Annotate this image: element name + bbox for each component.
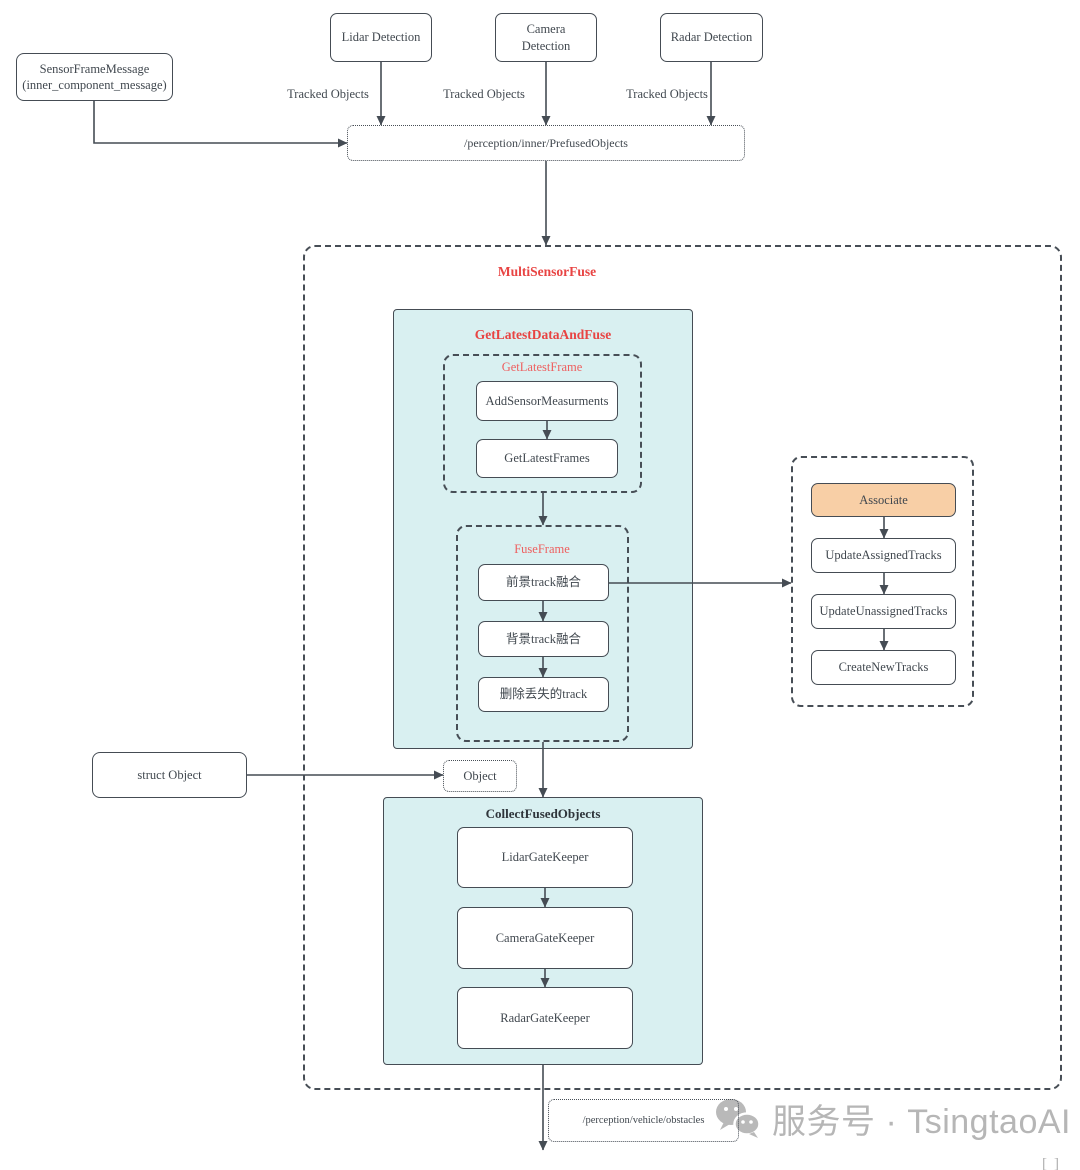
get-latest-data-and-fuse-title: GetLatestDataAndFuse bbox=[474, 327, 612, 342]
footnote-mark: [] bbox=[1042, 1156, 1066, 1170]
radar-detection-node: Radar Detection bbox=[660, 13, 763, 62]
camera-gatekeeper-node: CameraGateKeeper bbox=[457, 907, 633, 969]
update-unassigned-tracks-node: UpdateUnassignedTracks bbox=[811, 594, 956, 629]
tracked-objects-label-lidar: Tracked Objects bbox=[287, 87, 369, 101]
tracked-objects-label-camera: Tracked Objects bbox=[443, 87, 525, 101]
add-sensor-measurments-node: AddSensorMeasurments bbox=[476, 381, 618, 421]
foreground-track-fusion-node: 前景track融合 bbox=[478, 564, 609, 601]
background-track-fusion-node: 背景track融合 bbox=[478, 621, 609, 657]
tracked-objects-label-radar: Tracked Objects bbox=[626, 87, 708, 101]
camera-detection-node: Camera Detection bbox=[495, 13, 597, 62]
associate-flow-container bbox=[791, 456, 974, 707]
obstacles-topic: /perception/vehicle/obstacles bbox=[548, 1099, 739, 1142]
watermark: 服务号 · TsingtaoAI bbox=[714, 1094, 1071, 1143]
update-assigned-tracks-node: UpdateAssignedTracks bbox=[811, 538, 956, 573]
delete-lost-track-node: 删除丢失的track bbox=[478, 677, 609, 712]
struct-object-node: struct Object bbox=[92, 752, 247, 798]
fuse-frame-title: FuseFrame bbox=[514, 542, 570, 556]
get-latest-frame-title: GetLatestFrame bbox=[501, 360, 583, 374]
create-new-tracks-node: CreateNewTracks bbox=[811, 650, 956, 685]
lidar-gatekeeper-node: LidarGateKeeper bbox=[457, 827, 633, 888]
sensor-frame-message-node: SensorFrameMessage (inner_component_mess… bbox=[16, 53, 173, 101]
fuse-frame-container bbox=[456, 525, 629, 742]
lidar-detection-node: Lidar Detection bbox=[330, 13, 432, 62]
associate-node: Associate bbox=[811, 483, 956, 517]
collect-fused-objects-title: CollectFusedObjects bbox=[485, 806, 601, 821]
get-latest-frame-container bbox=[443, 354, 642, 493]
object-box: Object bbox=[443, 760, 517, 792]
get-latest-frames-node: GetLatestFrames bbox=[476, 439, 618, 478]
multi-sensor-fuse-container bbox=[303, 245, 1062, 1090]
watermark-text: 服务号 · TsingtaoAI bbox=[772, 1103, 1071, 1141]
multi-sensor-fuse-title: MultiSensorFuse bbox=[497, 264, 597, 279]
arrow-sensorframe-to-prefused bbox=[93, 101, 348, 148]
prefused-objects-topic: /perception/inner/PrefusedObjects bbox=[347, 125, 745, 161]
radar-gatekeeper-node: RadarGateKeeper bbox=[457, 987, 633, 1049]
